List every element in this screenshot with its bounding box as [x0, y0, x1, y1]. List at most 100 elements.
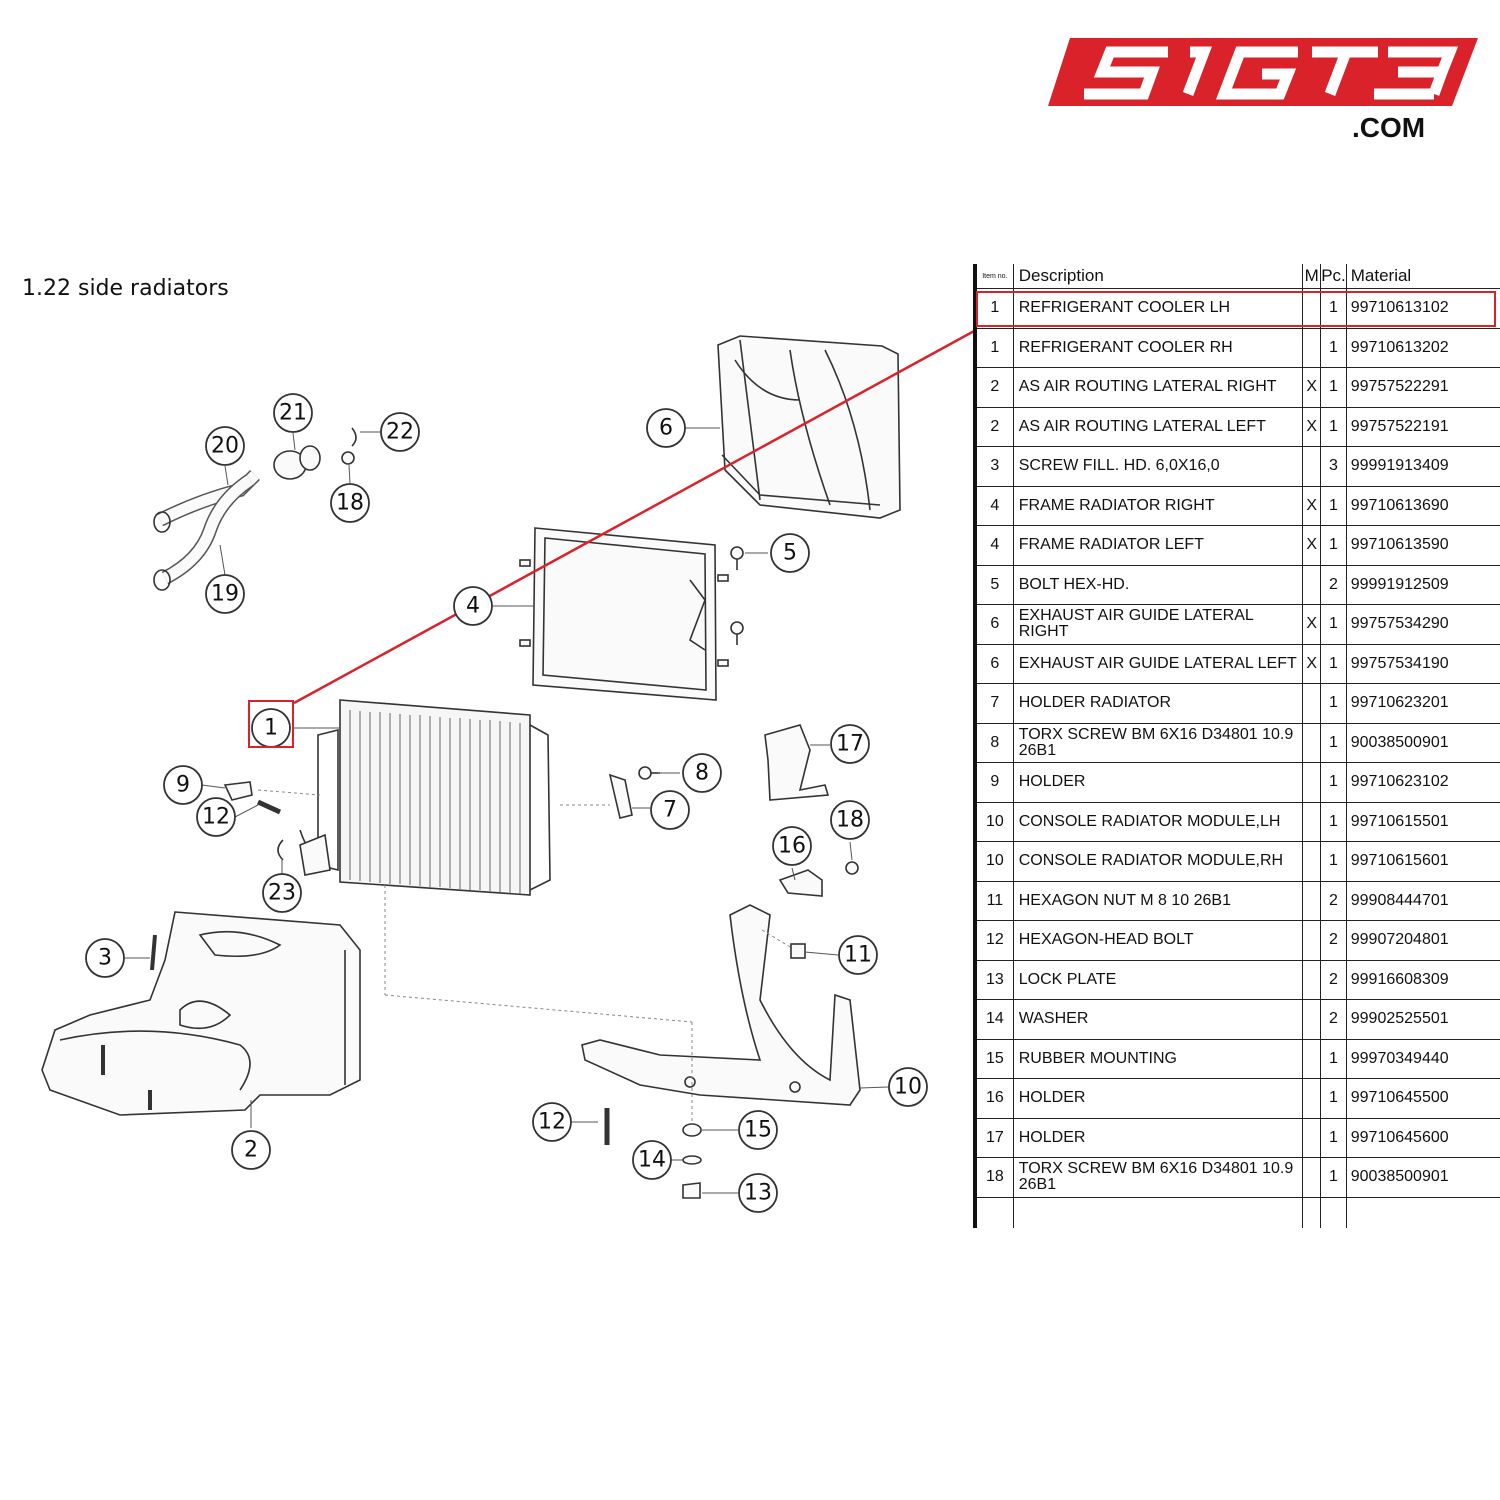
callout-4: 4 — [453, 586, 493, 626]
hose-assembly-part — [153, 427, 357, 591]
table-header-row: Item no. Description M Pc. Material — [972, 264, 1500, 289]
callout-circle — [830, 724, 870, 764]
callout-7: 7 — [650, 790, 690, 830]
cell-material: 99710613102 — [1346, 288, 1500, 329]
cell-material: 99710613202 — [1346, 328, 1500, 368]
cell-item-no: 10 — [972, 802, 1014, 842]
cell-description: HEXAGON NUT M 8 10 26B1 — [1013, 881, 1304, 921]
cell-pc: 1 — [1320, 841, 1347, 882]
callout-circle — [380, 412, 420, 452]
cell-description: AS AIR ROUTING LATERAL LEFT — [1013, 407, 1304, 447]
cell-item-no: 9 — [972, 762, 1014, 803]
cell-material: 99710623102 — [1346, 762, 1500, 803]
holder-16-part — [778, 869, 823, 897]
cell-material: 99970349440 — [1346, 1039, 1500, 1079]
brand-logo — [1048, 38, 1478, 106]
cell-pc: 1 — [1320, 683, 1347, 724]
callout-number: 15 — [744, 1118, 772, 1143]
cell-pc: 1 — [1320, 644, 1347, 684]
cell-m — [1302, 1157, 1322, 1198]
cell-item-no: 14 — [972, 999, 1014, 1040]
cell-material: 99710613590 — [1346, 525, 1500, 566]
callout-circle — [838, 935, 878, 975]
cell-description: CONSOLE RADIATOR MODULE,RH — [1013, 841, 1304, 882]
callout-number: 1 — [264, 716, 278, 741]
cell-pc: 1 — [1320, 486, 1347, 526]
callout-21: 21 — [273, 393, 313, 433]
cell-m — [1302, 802, 1322, 842]
callout-number: 7 — [663, 798, 677, 823]
cell-m — [1302, 446, 1322, 487]
header-item-no: Item no. — [972, 264, 1014, 289]
cell-m — [1302, 762, 1322, 803]
cell-pc: 1 — [1320, 1078, 1347, 1119]
cell-m — [1302, 841, 1322, 882]
callout-15: 15 — [738, 1110, 778, 1150]
cell-pc: 2 — [1320, 881, 1347, 921]
callout-number: 14 — [638, 1148, 666, 1173]
cell-pc: 1 — [1320, 762, 1347, 803]
cell-m — [1302, 683, 1322, 724]
cell-pc: 1 — [1320, 1118, 1347, 1158]
callout-circle — [231, 1130, 271, 1170]
callout-number: 2 — [244, 1138, 258, 1163]
callout-number: 5 — [783, 541, 797, 566]
cell-description: FRAME RADIATOR RIGHT — [1013, 486, 1304, 526]
cell-description: REFRIGERANT COOLER RH — [1013, 328, 1304, 368]
cell-description: LOCK PLATE — [1013, 960, 1304, 1000]
callout-number: 16 — [778, 834, 806, 859]
cell-item-no: 6 — [972, 604, 1014, 645]
cell-description: AS AIR ROUTING LATERAL RIGHT — [1013, 367, 1304, 408]
cell-description: EXHAUST AIR GUIDE LATERAL RIGHT — [1013, 604, 1304, 645]
cell-m — [1302, 1078, 1322, 1119]
cell-item-no: 10 — [972, 841, 1014, 882]
callout-13: 13 — [738, 1173, 778, 1213]
callout-number: 23 — [268, 881, 296, 906]
cell-item-no: 2 — [972, 367, 1014, 408]
refrigerant-cooler-part — [299, 699, 551, 896]
callout-circle — [330, 483, 370, 523]
cell-m: X — [1302, 604, 1322, 645]
cell-item-no: 8 — [972, 723, 1014, 763]
callout-3: 3 — [85, 938, 125, 978]
callout-circle — [85, 938, 125, 978]
cell-description: HOLDER — [1013, 1118, 1304, 1158]
cell-material: 99710615501 — [1346, 802, 1500, 842]
cell-material: 90038500901 — [1346, 723, 1500, 763]
callout-circle — [646, 408, 686, 448]
callout-circle — [273, 393, 313, 433]
callout-circle — [738, 1110, 778, 1150]
callout-5: 5 — [770, 533, 810, 573]
callout-circle — [772, 826, 812, 866]
air-routing-part — [41, 911, 361, 1116]
callout-number: 11 — [844, 943, 872, 968]
callout-18: 18 — [330, 483, 370, 523]
cell-item-no: 16 — [972, 1078, 1014, 1119]
header-m: M — [1302, 264, 1322, 289]
cell-pc: 2 — [1320, 960, 1347, 1000]
cell-description: HOLDER — [1013, 1078, 1304, 1119]
cell-pc: 1 — [1320, 328, 1347, 368]
callout-20: 20 — [205, 426, 245, 466]
callout-12: 12 — [532, 1102, 572, 1142]
cell-m — [1302, 723, 1322, 763]
callout-number: 22 — [386, 420, 414, 445]
cell-description: EXHAUST AIR GUIDE LATERAL LEFT — [1013, 644, 1304, 684]
cell-material: 99757522291 — [1346, 367, 1500, 408]
cell-item-no: 13 — [972, 960, 1014, 1000]
logo-domain: .COM — [1352, 112, 1426, 143]
callout-circle — [163, 765, 203, 805]
cell-material: 99902525501 — [1346, 999, 1500, 1040]
fasteners — [101, 546, 859, 1199]
